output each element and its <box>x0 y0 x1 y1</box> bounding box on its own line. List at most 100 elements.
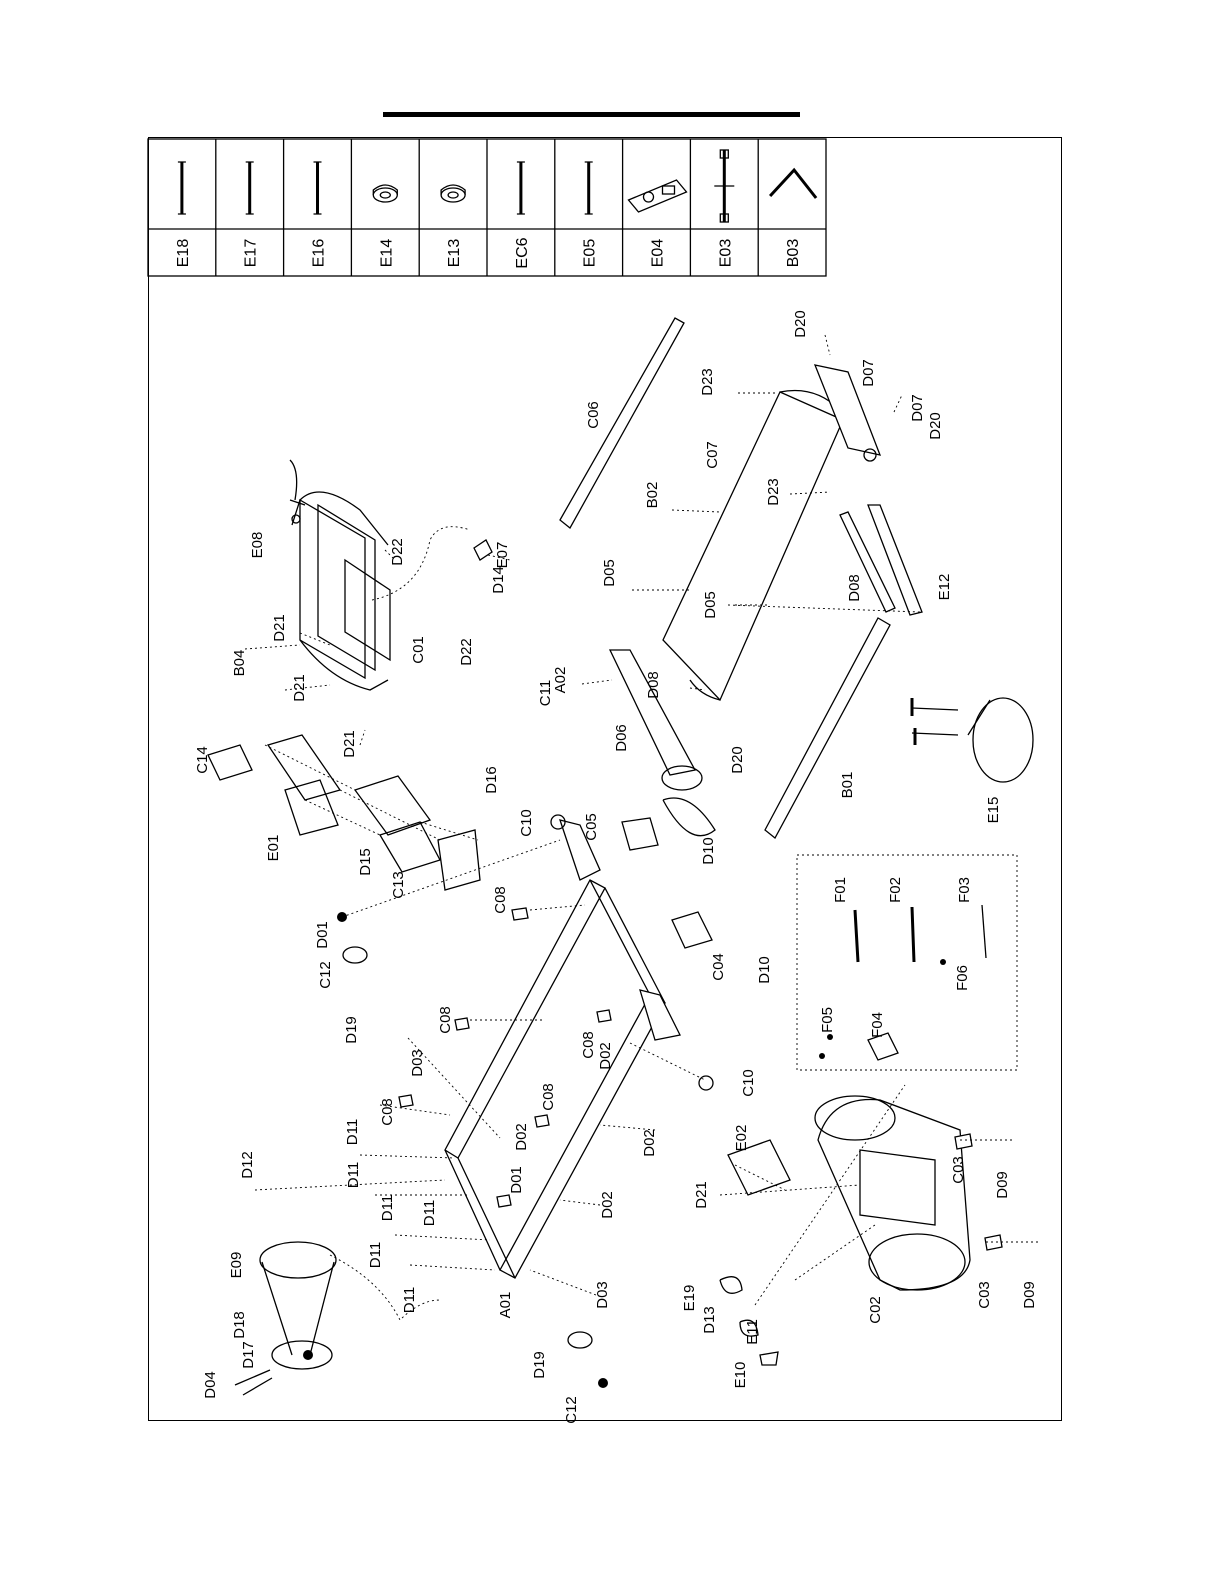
part-label: D18 <box>231 1311 248 1339</box>
part-label: D23 <box>765 478 782 506</box>
part-label: E09 <box>228 1252 245 1279</box>
part-label: D21 <box>291 674 308 702</box>
part-label: C03 <box>976 1281 993 1309</box>
part-label: D01 <box>508 1166 525 1194</box>
part-label: C04 <box>710 953 727 981</box>
cable-icon <box>714 149 735 223</box>
part-label: D11 <box>367 1242 384 1268</box>
part-label: D11 <box>344 1119 361 1145</box>
part-label: D02 <box>641 1129 658 1157</box>
part-label: C08 <box>379 1098 396 1126</box>
part-label: D02 <box>513 1123 530 1151</box>
part-label: E12 <box>936 574 953 601</box>
part-label: E07 <box>494 542 511 569</box>
legend-code: E18 <box>175 239 192 268</box>
console-assembly <box>244 459 511 746</box>
part-label: E02 <box>733 1125 750 1152</box>
part-label: D21 <box>271 614 288 642</box>
part-label: C01 <box>410 636 427 664</box>
part-label: E11 <box>744 1319 761 1345</box>
ring-icon <box>440 184 466 203</box>
part-label: D10 <box>700 837 717 865</box>
part-label: D11 <box>421 1200 438 1226</box>
part-label: C08 <box>540 1083 557 1111</box>
part-label: C10 <box>740 1069 757 1097</box>
part-label: D11 <box>379 1195 396 1221</box>
part-label: E19 <box>681 1285 698 1312</box>
legend-code: E17 <box>243 239 260 268</box>
bar-icon <box>313 161 322 215</box>
part-label: C05 <box>583 813 600 841</box>
part-label: D08 <box>846 574 863 602</box>
motor-assembly <box>234 1084 1038 1396</box>
part-label: D15 <box>357 848 374 876</box>
part-label: C14 <box>194 746 211 774</box>
part-label: D11 <box>401 1287 418 1313</box>
part-label: D07 <box>909 394 926 422</box>
part-label: F06 <box>954 965 971 991</box>
legend-code: E16 <box>311 239 328 268</box>
legend-code: E03 <box>717 239 734 268</box>
part-label: D16 <box>483 766 500 794</box>
part-label: E08 <box>249 532 266 559</box>
title-rule <box>383 112 800 117</box>
part-label: C07 <box>704 441 721 469</box>
part-label: B01 <box>839 772 856 799</box>
part-label: F01 <box>832 877 849 903</box>
part-label: D05 <box>702 591 719 619</box>
legend-code: E14 <box>378 239 395 268</box>
part-label: F04 <box>869 1012 886 1038</box>
part-label: D04 <box>202 1371 219 1399</box>
wrench-icon <box>768 167 818 199</box>
part-label: D09 <box>994 1171 1011 1199</box>
part-label: B04 <box>231 650 248 677</box>
part-label: D03 <box>409 1049 426 1077</box>
bar-icon <box>516 161 525 215</box>
part-label: A02 <box>552 667 569 694</box>
part-label: D12 <box>239 1151 256 1179</box>
part-label: E15 <box>985 797 1002 824</box>
part-label: D08 <box>645 671 662 699</box>
part-label: D19 <box>531 1351 548 1379</box>
part-label: C11 <box>537 680 554 706</box>
part-label: C08 <box>437 1006 454 1034</box>
legend-code: B03 <box>785 239 802 268</box>
part-label: C08 <box>492 886 509 914</box>
bar-icon <box>177 161 186 215</box>
part-label: E10 <box>732 1362 749 1389</box>
part-label: D21 <box>693 1181 710 1209</box>
part-label: C03 <box>950 1156 967 1184</box>
part-label: D21 <box>341 730 358 758</box>
part-label: D20 <box>729 746 746 774</box>
part-label: D22 <box>389 538 406 566</box>
legend-code: E13 <box>446 239 463 268</box>
part-label: D11 <box>345 1162 362 1188</box>
part-label: D19 <box>343 1016 360 1044</box>
part-label: D05 <box>601 559 618 587</box>
part-label: D07 <box>860 359 877 387</box>
part-label: C02 <box>867 1296 884 1324</box>
part-label: C12 <box>317 961 334 989</box>
legend-code: EC6 <box>514 237 531 268</box>
part-label: D09 <box>1021 1281 1038 1309</box>
diagram-frame <box>148 137 1062 1421</box>
part-label: C10 <box>518 809 535 837</box>
part-label: C06 <box>585 401 602 429</box>
console-icon <box>627 179 688 213</box>
part-label: D23 <box>699 368 716 396</box>
bar-icon <box>584 161 593 215</box>
part-label: D20 <box>792 310 809 338</box>
part-label: C12 <box>563 1396 580 1424</box>
upright-assembly <box>207 734 481 891</box>
part-label: D06 <box>613 724 630 752</box>
part-label: F02 <box>887 877 904 903</box>
part-label: D14 <box>490 566 507 594</box>
part-label: E01 <box>265 835 282 862</box>
part-label: D13 <box>701 1306 718 1334</box>
ring-icon <box>372 184 398 203</box>
part-label: F05 <box>819 1007 836 1033</box>
part-label: D10 <box>756 956 773 984</box>
part-label: D02 <box>599 1191 616 1219</box>
